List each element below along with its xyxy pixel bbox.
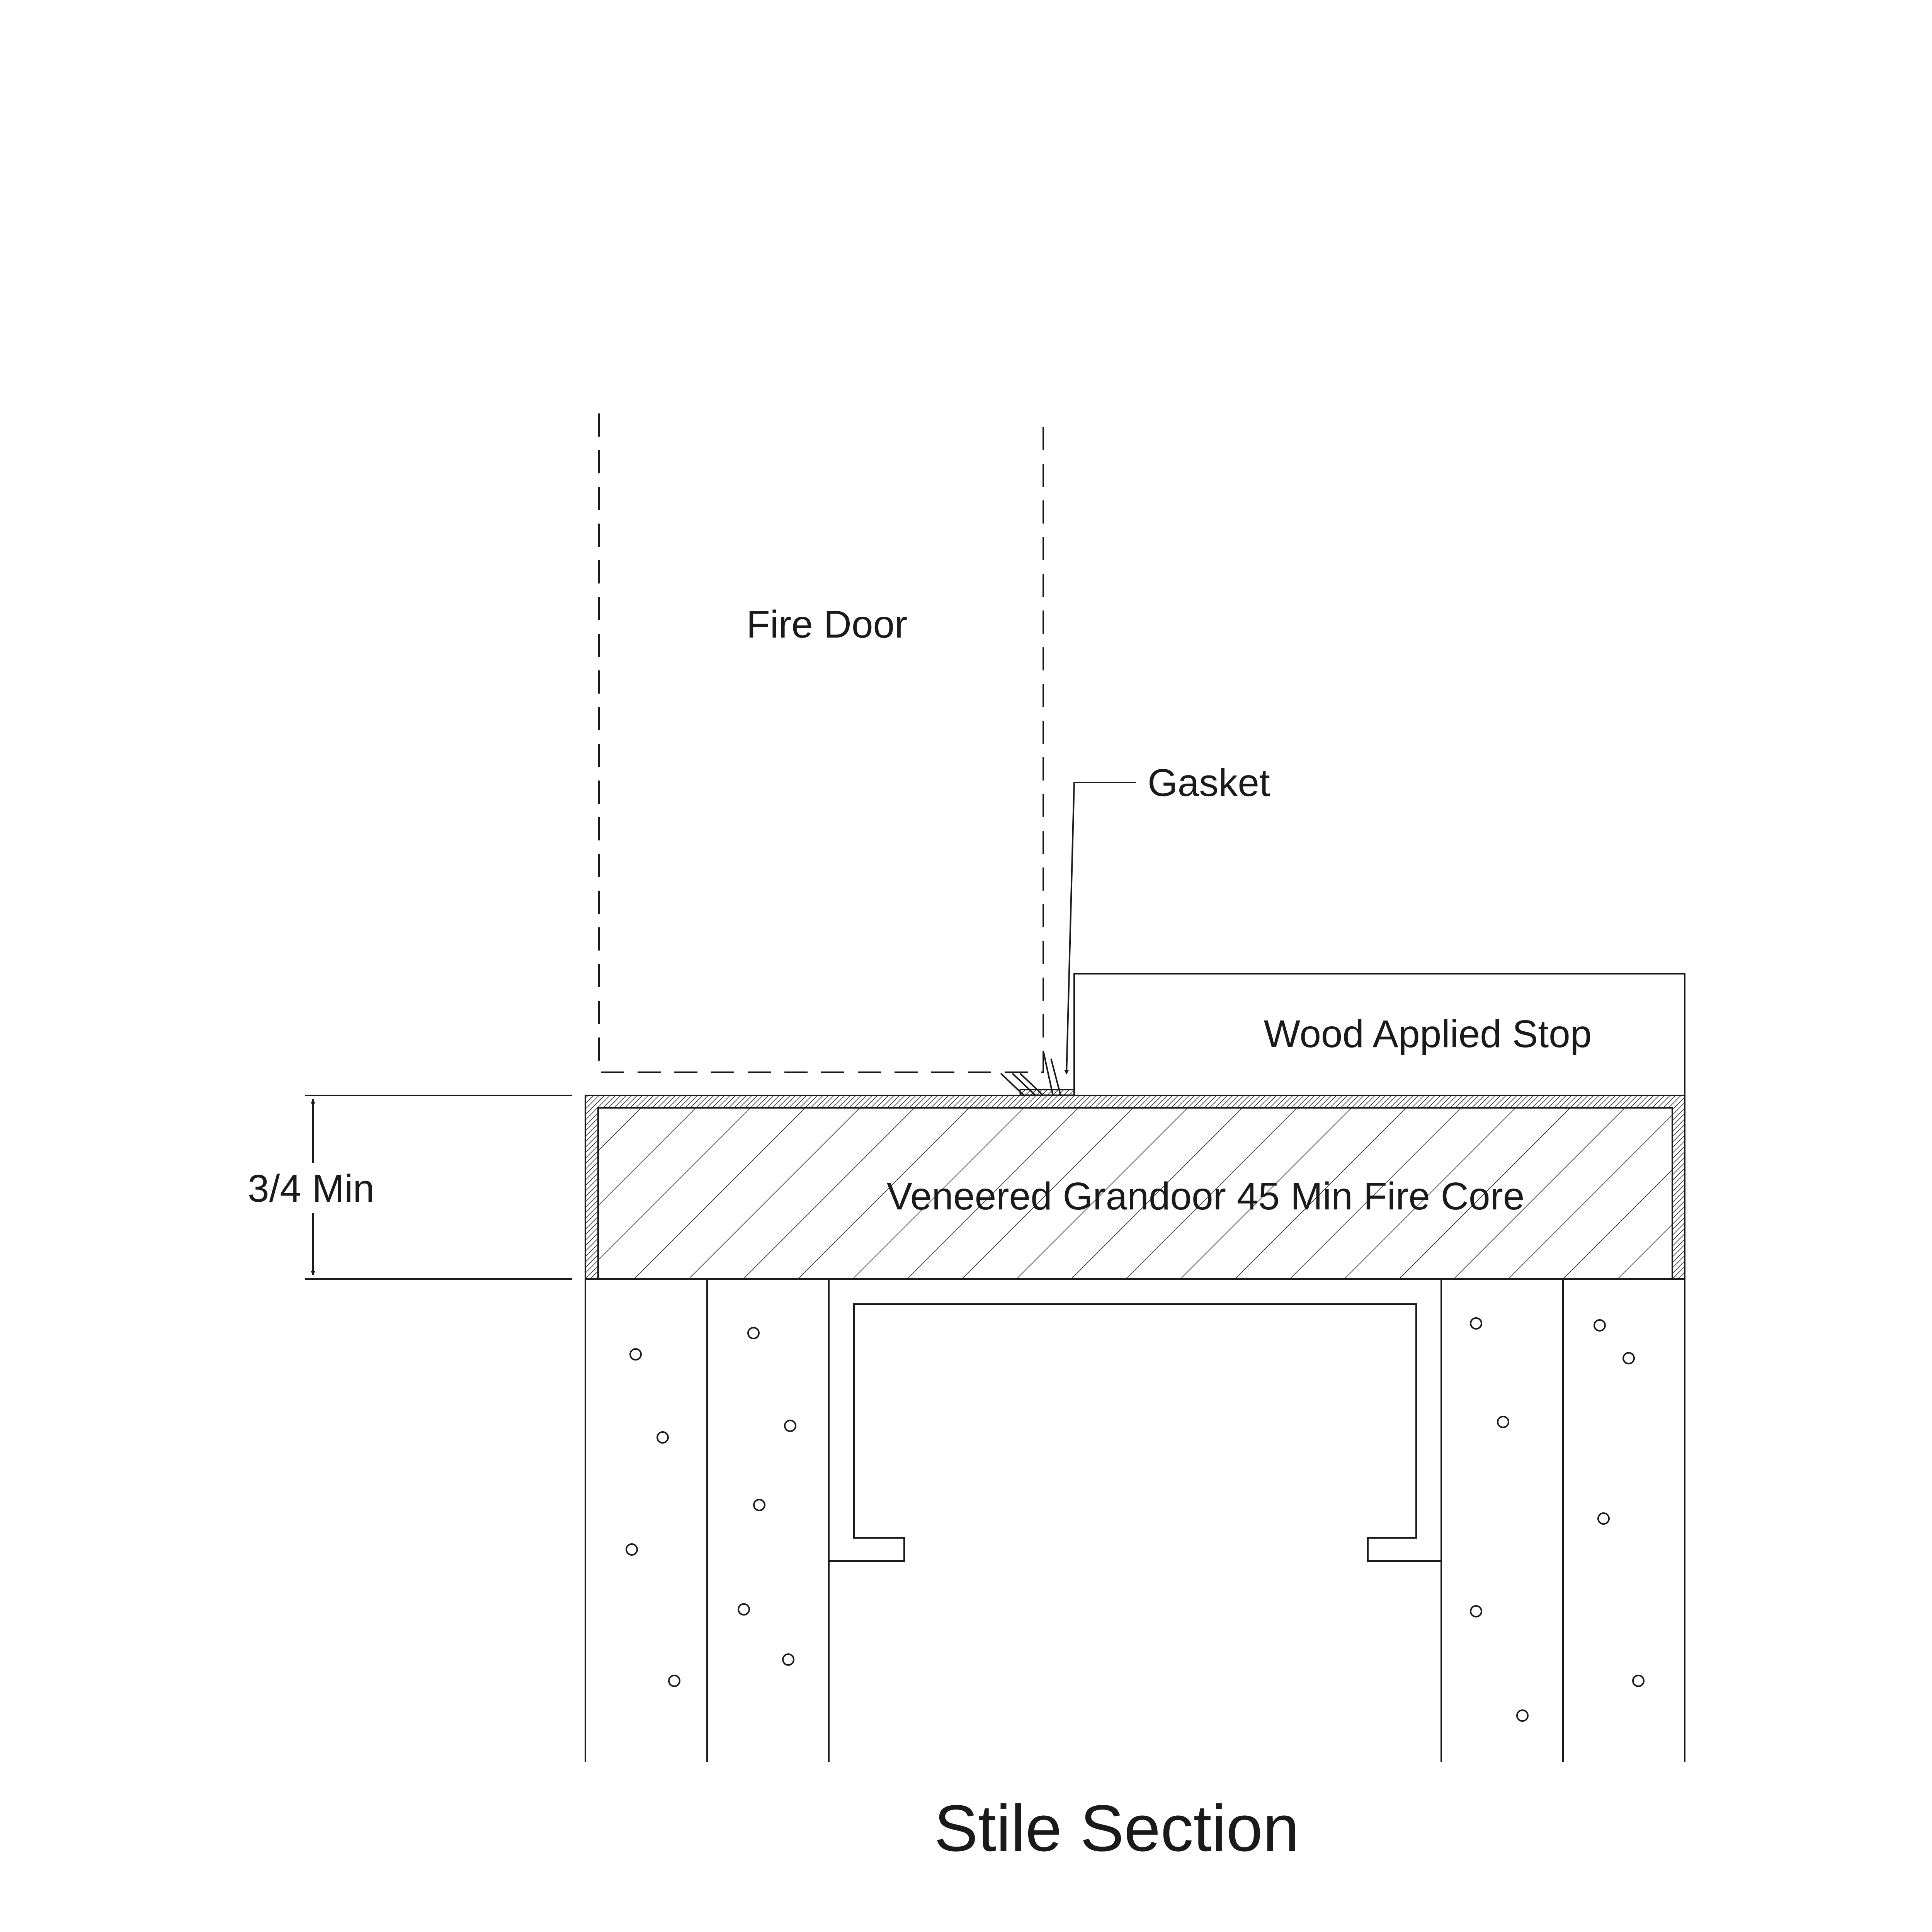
dimension-marker — [305, 1095, 572, 1280]
fire-core-hatch — [597, 1107, 1673, 1280]
fire-core-label: Veneered Grandoor 45 Min Fire Core — [887, 1175, 1525, 1218]
dimension-label: 3/4 Min — [248, 1167, 374, 1210]
aggregate-dots — [626, 1317, 1645, 1722]
fire-door-label: Fire Door — [747, 603, 908, 646]
fire-core-assembly — [585, 1095, 1685, 1280]
wall-section — [585, 1279, 1685, 1762]
gasket-label: Gasket — [1148, 761, 1270, 804]
gasket-leader — [1064, 782, 1136, 1075]
drawing-title: Stile Section — [934, 1792, 1299, 1865]
gasket-seal — [1000, 1051, 1075, 1096]
metal-channel-stud — [829, 1278, 1441, 1562]
fire-door-outline — [598, 413, 1044, 1073]
wood-stop-label: Wood Applied Stop — [1264, 1012, 1592, 1056]
